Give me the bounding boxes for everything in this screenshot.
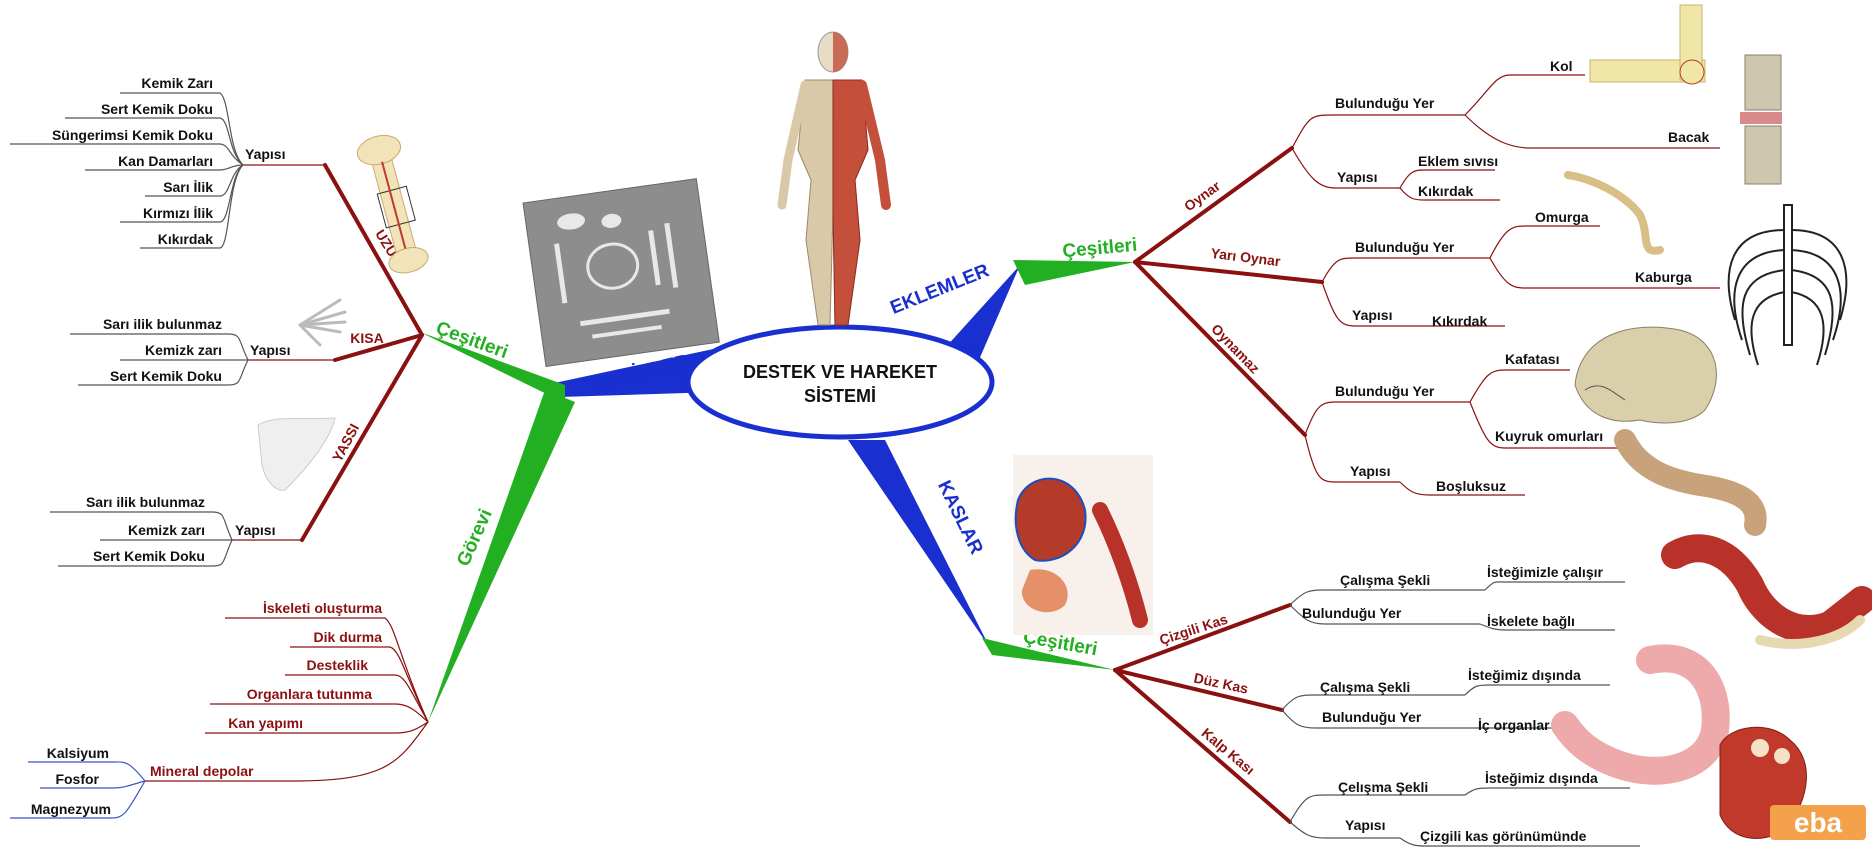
oynar-yer-item-1: Bacak <box>1668 129 1709 145</box>
uzun-item-1: Sert Kemik Doku <box>101 101 213 117</box>
arm-muscle-illustration <box>1675 548 1862 644</box>
yassi-item-2: Sert Kemik Doku <box>93 548 205 564</box>
oynamaz-yer-item-0: Kafatası <box>1505 351 1559 367</box>
oynamaz-yer-item-1: Kuyruk omurları <box>1495 428 1603 444</box>
mineral-item-2: Magnezyum <box>31 801 111 817</box>
scapula-illustration <box>258 418 335 490</box>
uzun-item-2: Süngerimsi Kemik Doku <box>52 127 213 143</box>
yari-yer-item-1: Kaburga <box>1635 269 1692 285</box>
kisa-item-2: Sert Kemik Doku <box>110 368 222 384</box>
uzun-item-4: Sarı İlik <box>163 179 213 195</box>
uzun-item-0: Kemik Zarı <box>141 75 213 91</box>
cizgili-k2: Bulunduğu Yer <box>1302 605 1402 621</box>
cizgili-k1: Çalışma Şekli <box>1340 572 1430 588</box>
center-title-line2: SİSTEMİ <box>804 386 876 406</box>
yari-yer-item-0: Omurga <box>1535 209 1589 225</box>
oynar-yapisi-label: Yapısı <box>1337 169 1377 185</box>
yari-yapisi-label: Yapısı <box>1352 307 1392 323</box>
ribcage-illustration <box>1729 205 1847 365</box>
cizgili-v1: İsteğimizle çalışır <box>1487 564 1603 580</box>
duz-v2: İç organlar <box>1478 717 1550 733</box>
yari-oynar-label: Yarı Oynar <box>1210 245 1282 269</box>
bones-photo <box>523 179 719 367</box>
oynar-yapi-item-1: Kıkırdak <box>1418 183 1473 199</box>
kalp-k1: Çelışma Şekli <box>1338 779 1428 795</box>
uzun-yapisi-label: Yapısı <box>245 146 285 162</box>
long-bone-illustration <box>354 131 433 278</box>
yassi-item-1: Kemizk zarı <box>128 522 205 538</box>
oynar-yer-label: Bulunduğu Yer <box>1335 95 1435 111</box>
mineral-item-0: Kalsiyum <box>47 745 109 761</box>
oynamaz-yapisi-label: Yapısı <box>1350 463 1390 479</box>
duz-k2: Bulunduğu Yer <box>1322 709 1422 725</box>
kaslar-label: KASLAR <box>933 477 987 558</box>
yari-oynar-branch-line <box>1135 262 1322 282</box>
mineral-item-1: Fosfor <box>55 771 99 787</box>
oynamaz-branch-line <box>1135 262 1305 435</box>
coccyx-illustration <box>1625 440 1756 525</box>
skull-illustration <box>1575 327 1716 423</box>
duz-k1: Çalışma Şekli <box>1320 679 1410 695</box>
yari-yapi-item-0: Kıkırdak <box>1432 313 1487 329</box>
kisa-item-1: Kemizk zarı <box>145 342 222 358</box>
gorev-item-4: Kan yapımı <box>228 715 303 731</box>
oynar-yapi-item-0: Eklem sıvısı <box>1418 153 1498 169</box>
eklemler-green-branch <box>1013 260 1135 285</box>
uzun-item-6: Kıkırdak <box>158 231 213 247</box>
yassi-yapisi-label: Yapısı <box>235 522 275 538</box>
oynamaz-yapi-item-0: Boşluksuz <box>1436 478 1506 494</box>
kalp-k2: Yapısı <box>1345 817 1385 833</box>
eba-logo-text: eba <box>1794 807 1843 838</box>
gorev-item-2: Desteklik <box>307 657 369 673</box>
kalp-v1: İsteğimiz dışında <box>1485 770 1598 786</box>
eklemler-label: EKLEMLER <box>887 260 992 319</box>
elbow-illustration <box>1590 5 1705 84</box>
cizgili-v2: İskelete bağlı <box>1487 613 1575 629</box>
knee-illustration <box>1740 55 1782 184</box>
eklemler-cesitleri-label: Çeşitleri <box>1062 235 1139 262</box>
oynar-label: Oynar <box>1181 177 1224 214</box>
oynamaz-label: Oynamaz <box>1208 321 1263 377</box>
gorevi-branch <box>428 390 575 722</box>
gorev-item-0: İskeleti oluşturma <box>263 600 382 616</box>
yassi-item-0: Sarı ilik bulunmaz <box>86 494 205 510</box>
uzun-item-5: Kırmızı İlik <box>143 205 213 221</box>
kalp-v2: Çizgili kas görünümünde <box>1420 828 1587 844</box>
duz-v1: İsteğimiz dışında <box>1468 667 1581 683</box>
gorev-item-1: Dik durma <box>314 629 383 645</box>
kisa-item-0: Sarı ilik bulunmaz <box>103 316 222 332</box>
kisa-yapisi-label: Yapısı <box>250 342 290 358</box>
mineral-label: Mineral depolar <box>150 763 254 779</box>
stomach-illustration <box>1565 658 1716 770</box>
oynamaz-yer-label: Bulunduğu Yer <box>1335 383 1435 399</box>
yari-yer-label: Bulunduğu Yer <box>1355 239 1455 255</box>
kisa-label: KISA <box>350 330 383 346</box>
center-node <box>688 327 992 437</box>
organs-photo <box>1013 455 1153 635</box>
eba-logo: eba <box>1770 805 1866 840</box>
hand-bones-illustration <box>300 300 345 345</box>
human-body-illustration <box>782 32 886 325</box>
oynar-yer-item-0: Kol <box>1550 58 1573 74</box>
gorev-item-3: Organlara tutunma <box>247 686 372 702</box>
center-title-line1: DESTEK VE HAREKET <box>743 362 937 382</box>
uzun-item-3: Kan Damarları <box>118 153 213 169</box>
